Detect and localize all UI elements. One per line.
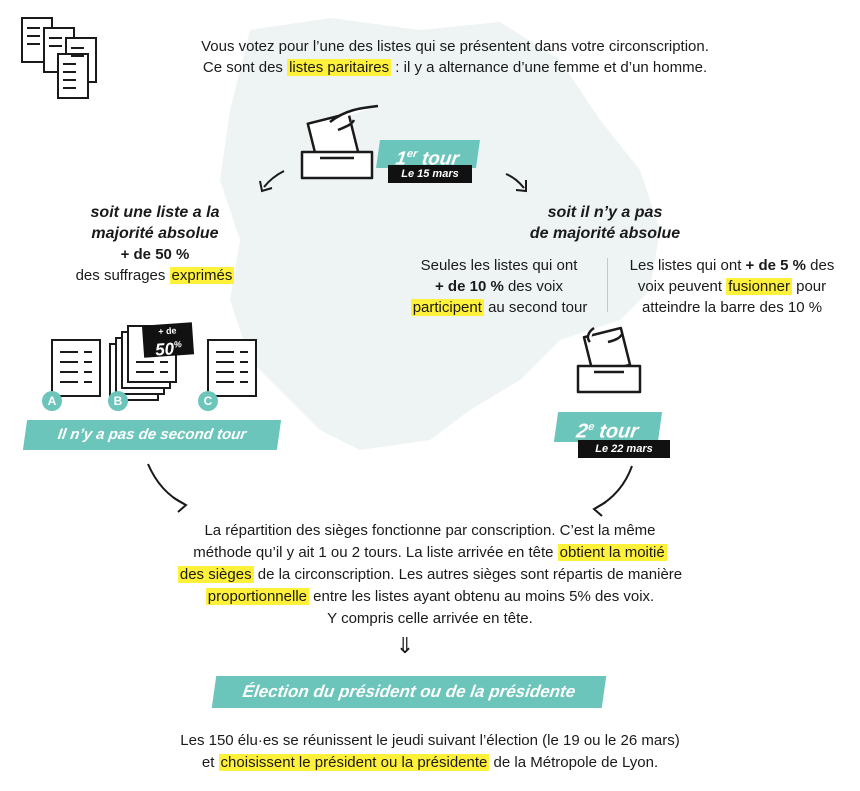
highlight-moitie: obtient la moitié	[557, 544, 667, 561]
seats-line-4: proportionnelle entre les listes ayant o…	[115, 586, 745, 608]
ballot-box-2-icon	[576, 326, 642, 394]
right-branch-col2: Les listes qui ont + de 5 % des voix peu…	[612, 255, 852, 318]
list-b-badge: B	[108, 391, 128, 411]
arrow-right-icon	[505, 173, 527, 193]
right-branch-col1: Seules les listes qui ont + de 10 % des …	[396, 255, 602, 318]
highlight-participent: participent	[410, 299, 484, 316]
col1-line-3: participent au second tour	[396, 297, 602, 318]
round2-banner: 2e tour	[553, 412, 663, 443]
seats-line-3-post: de la circonscription. Les autres sièges…	[253, 566, 683, 583]
col2-pct: + de 5 %	[745, 257, 806, 274]
highlight-proportionnelle: proportionnelle	[205, 588, 310, 605]
left-branch-title-2: majorité absolue	[91, 225, 219, 242]
left-branch-title-1: soit une liste a la	[90, 204, 220, 221]
col2-line-3: atteindre la barre des 10 %	[641, 299, 823, 316]
arrow-down-right-icon	[147, 463, 188, 513]
badge-big: 50%	[143, 334, 194, 360]
right-branch-title-1: soit il n’y a pas	[547, 204, 663, 221]
col1-line-2: + de 10 % des voix	[396, 276, 602, 297]
no-second-round-banner: Il n’y a pas de second tour	[22, 420, 282, 450]
highlight-listes-paritaires: listes paritaires	[287, 59, 392, 76]
intro-text: Vous votez pour l’une des listes qui se …	[130, 36, 780, 78]
left-branch-sub-pre: des suffrages	[75, 267, 170, 284]
president-election-banner: Élection du président ou de la président…	[211, 676, 607, 708]
final-line-2-post: de la Métropole de Lyon.	[489, 754, 659, 771]
col2-line-1: Les listes qui ont + de 5 % des	[612, 255, 852, 276]
seats-line-2-pre: méthode qu’il y ait 1 ou 2 tours. La lis…	[193, 544, 558, 561]
col2-line-2-pre: voix peuvent	[637, 278, 727, 295]
intro-line-2-post: : il y a alternance d’une femme et d’un …	[391, 59, 708, 76]
highlight-des-sieges: des sièges	[177, 566, 254, 583]
col2-line-2-post: pour	[791, 278, 827, 295]
col1-pct: + de 10 %	[435, 278, 504, 295]
final-line-2: et choisissent le président ou la présid…	[70, 752, 790, 774]
badge-number: 50	[154, 339, 175, 360]
round1-banner: 1er tour	[376, 140, 480, 169]
arrow-left-icon	[259, 170, 285, 193]
badge-pct: %	[173, 339, 183, 350]
majority-badge: + de 50%	[141, 322, 195, 360]
col2-line-2: voix peuvent fusionner pour	[612, 276, 852, 297]
intro-line-2-pre: Ce sont des	[202, 59, 288, 76]
list-c-badge: C	[198, 391, 218, 411]
final-line-2-pre: et	[201, 754, 219, 771]
double-arrow-down-icon: ⇓	[395, 633, 415, 658]
ballot-papers-icon	[21, 17, 97, 99]
seats-paragraph: La répartition des sièges fonctionne par…	[115, 520, 745, 630]
final-paragraph: Les 150 élu·es se réunissent le jeudi su…	[70, 730, 790, 774]
col1-line-2-post: des voix	[503, 278, 563, 295]
col2-line-1-pre: Les listes qui ont	[629, 257, 746, 274]
round2-date: Le 22 mars	[578, 440, 670, 458]
col1-line-1: Seules les listes qui ont	[420, 257, 578, 274]
seats-line-4-post: entre les listes ayant obtenu au moins 5…	[309, 588, 655, 605]
intro-line-1: Vous votez pour l’une des listes qui se …	[201, 38, 709, 55]
column-divider	[607, 258, 608, 312]
left-branch: soit une liste a la majorité absolue + d…	[50, 202, 260, 286]
ballot-box-icon	[300, 104, 379, 180]
highlight-fusionner: fusionner	[726, 278, 792, 295]
round1-date: Le 15 mars	[388, 165, 472, 183]
final-line-1: Les 150 élu·es se réunissent le jeudi su…	[180, 732, 680, 749]
intro-line-2: Ce sont des listes paritaires : il y a a…	[130, 57, 780, 78]
list-a-badge: A	[42, 391, 62, 411]
right-branch-title-2: de majorité absolue	[529, 225, 681, 242]
seats-line-3: des sièges de la circonscription. Les au…	[115, 564, 745, 586]
left-branch-sub: des suffrages exprimés	[50, 265, 260, 286]
arrow-down-left-icon	[592, 465, 633, 517]
seats-line-5: Y compris celle arrivée en tête.	[327, 610, 533, 627]
highlight-exprimes: exprimés	[169, 267, 235, 284]
seats-line-1: La répartition des sièges fonctionne par…	[204, 522, 656, 539]
col1-line-3-post: au second tour	[483, 299, 588, 316]
highlight-choisissent: choisissent le président ou la président…	[218, 754, 490, 771]
left-branch-pct: + de 50 %	[120, 246, 190, 263]
col2-line-1-post: des	[806, 257, 835, 274]
right-branch-title: soit il n’y a pas de majorité absolue	[480, 202, 730, 244]
seats-line-2: méthode qu’il y ait 1 ou 2 tours. La lis…	[115, 542, 745, 564]
